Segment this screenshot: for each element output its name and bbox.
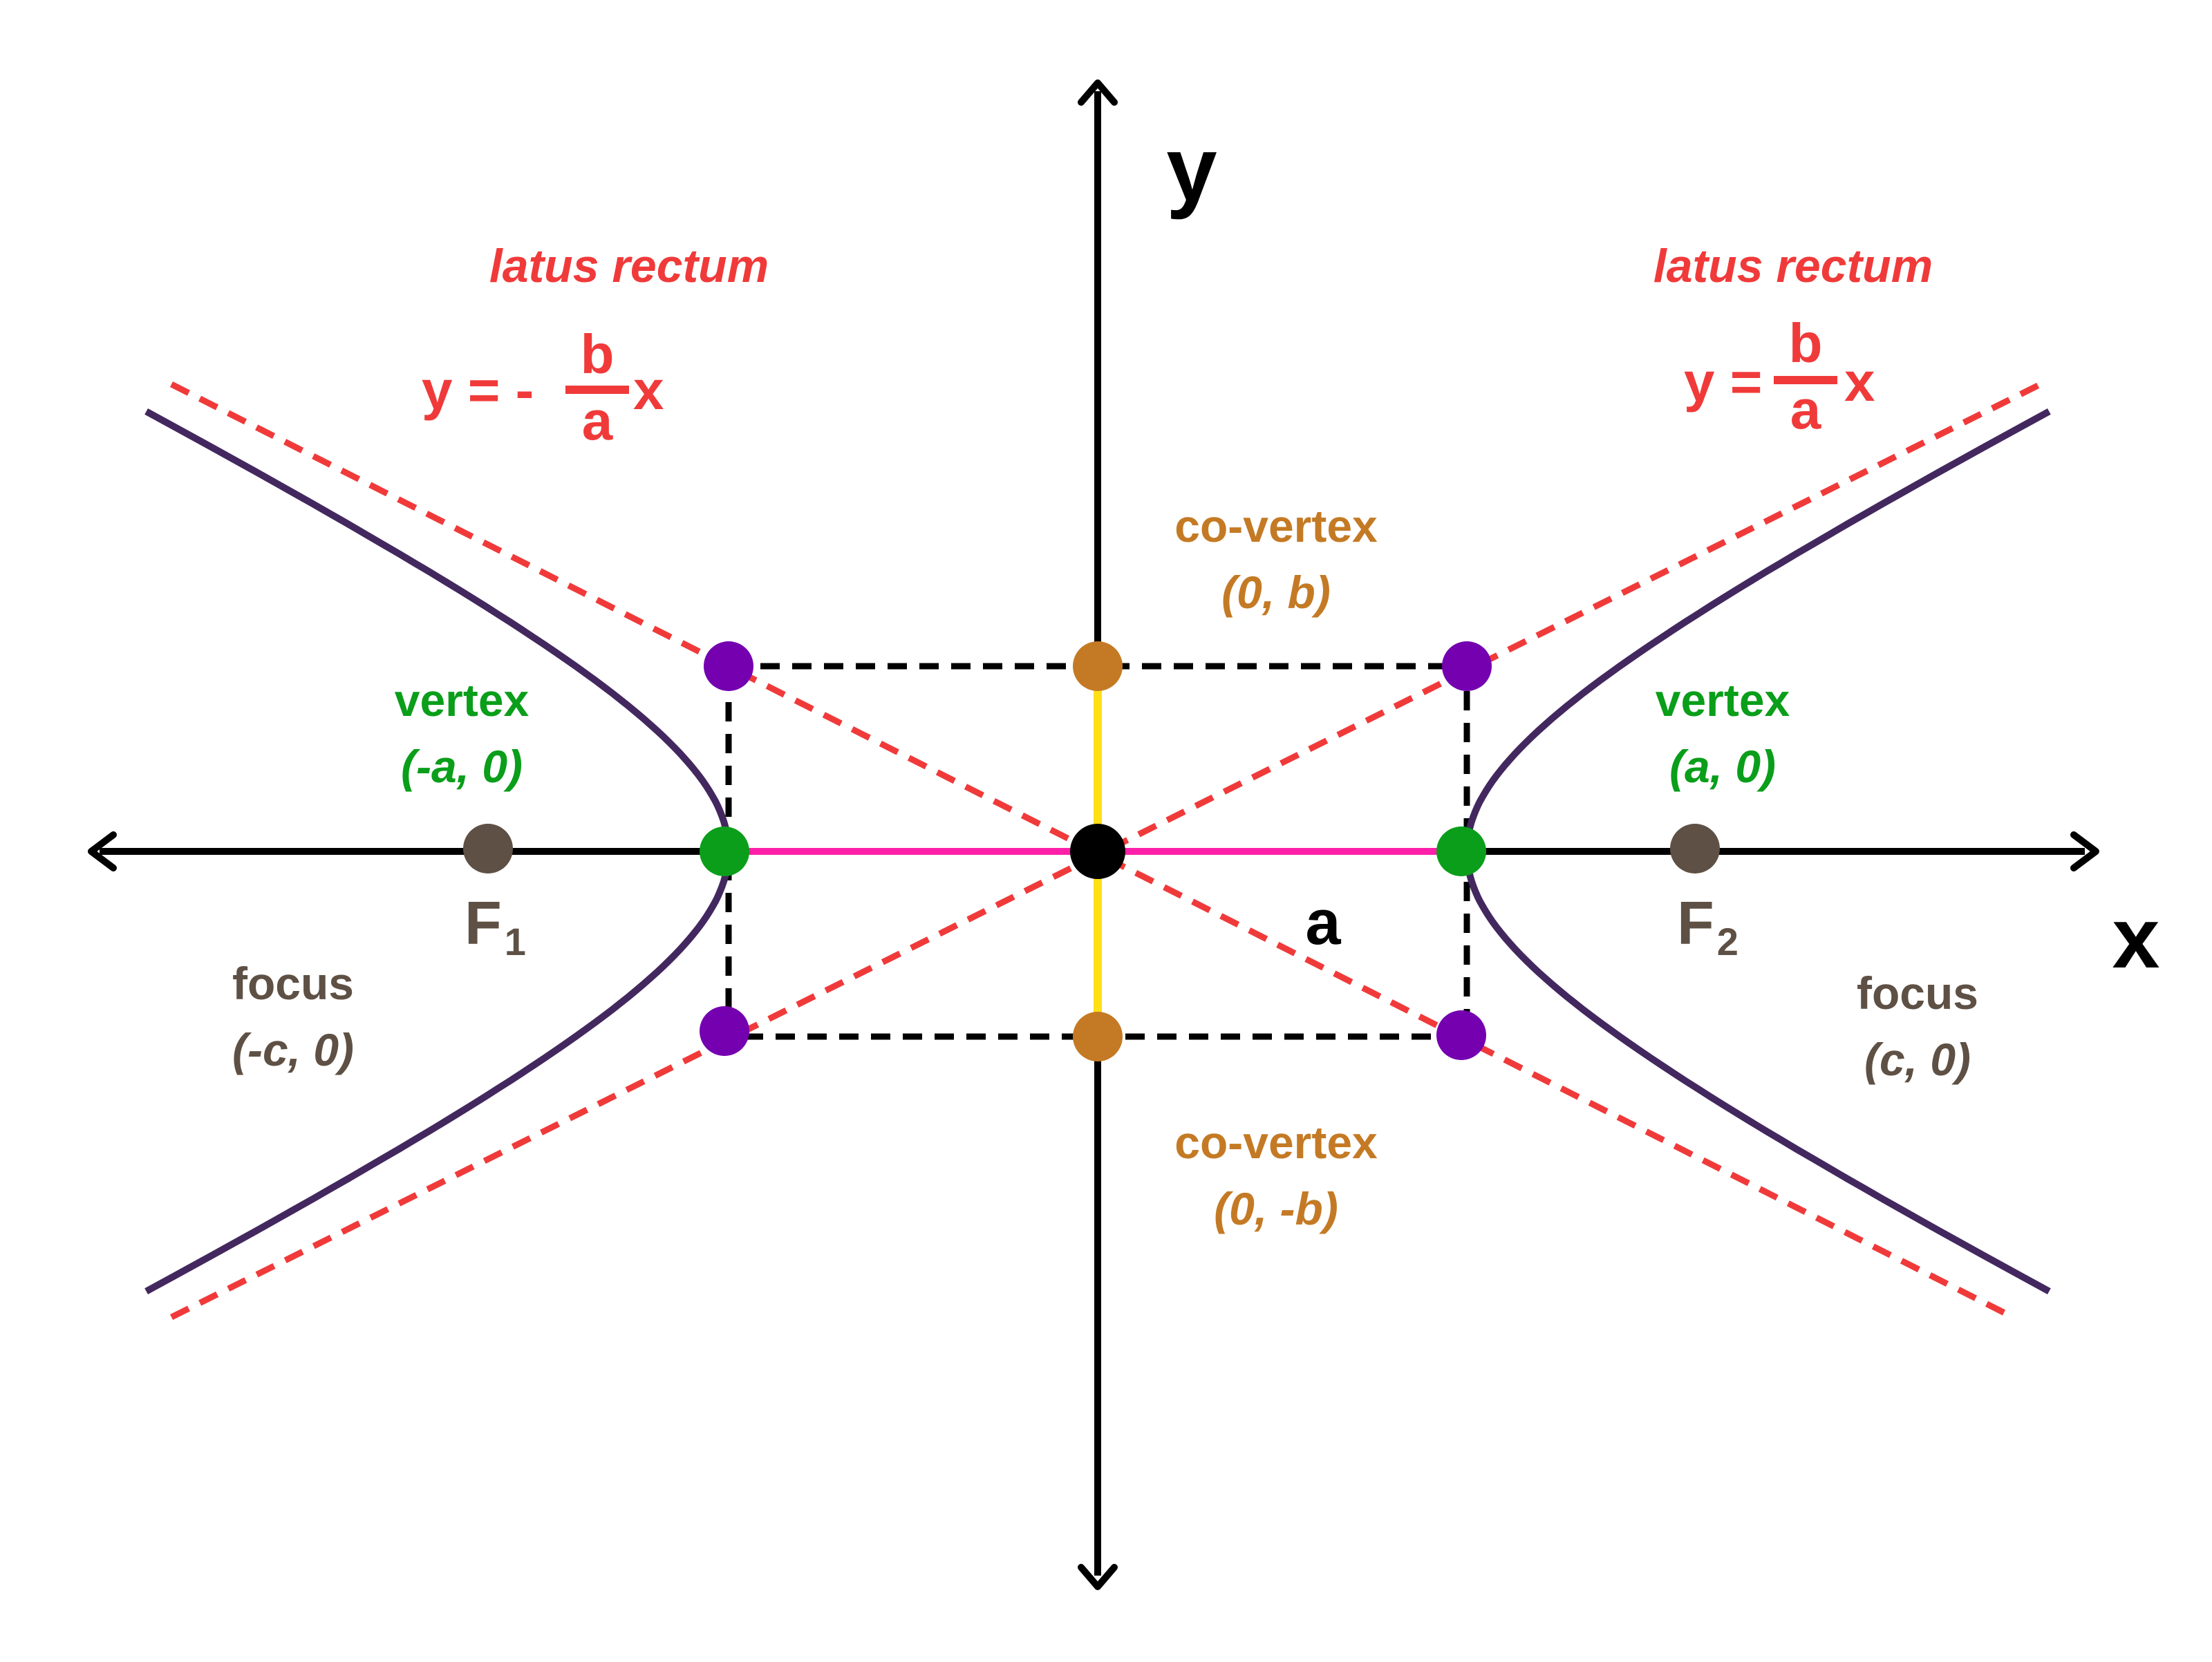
focus-right-label: focus xyxy=(1857,967,1978,1019)
co-vertex-top-coords: (0, b) xyxy=(1221,567,1331,618)
vertex-right-point xyxy=(1436,827,1486,876)
y-axis-bottom-arrowhead xyxy=(1078,1564,1118,1590)
asymptote-left-eq-prefix: y = - xyxy=(422,359,534,421)
asymptote-right-eq-suffix: x xyxy=(1844,351,1875,413)
focus-left-label: focus xyxy=(232,958,354,1009)
co-vertex-bottom-label: co-vertex xyxy=(1174,1117,1378,1168)
center-point xyxy=(1070,824,1125,879)
vertex-right-label: vertex xyxy=(1656,674,1790,726)
vertex-left-coords: (-a, 0) xyxy=(401,741,523,792)
co-vertex-bottom-coords: (0, -b) xyxy=(1214,1183,1338,1234)
y-axis-top-arrowhead xyxy=(1078,79,1118,106)
focus-left-coords: (-c, 0) xyxy=(232,1024,354,1075)
x-axis-label: x xyxy=(2112,891,2160,986)
box-corner-top-right xyxy=(1442,641,1492,691)
focus-right-subscript: 2 xyxy=(1717,920,1738,963)
latus-rectum-right-caption: latus rectum xyxy=(1653,240,1933,292)
x-axis-left-arrowhead xyxy=(88,831,117,871)
focus-right-point xyxy=(1670,824,1720,874)
focus-right-coords: (c, 0) xyxy=(1864,1034,1971,1085)
box-corner-top-left xyxy=(704,641,753,691)
vertex-left-label: vertex xyxy=(395,674,529,726)
asymptote-right-numerator: b xyxy=(1789,312,1823,374)
focus-left-subscript: 1 xyxy=(505,920,526,963)
co-vertex-top-point xyxy=(1073,641,1123,691)
asymptote-left-numerator: b xyxy=(581,323,615,385)
asymptote-left-eq-suffix: x xyxy=(633,359,664,421)
x-axis-right-arrowhead xyxy=(2070,831,2099,871)
semi-axis-a-label: a xyxy=(1305,887,1341,958)
asymptote-left-fraction-bar xyxy=(565,386,629,394)
y-axis-label: y xyxy=(1166,118,1217,220)
focus-left-point xyxy=(463,824,513,874)
asymptote-right-fraction-bar xyxy=(1774,376,1837,384)
asymptote-left-denominator: a xyxy=(582,390,613,451)
vertex-left-point xyxy=(700,827,749,876)
box-corner-bottom-left xyxy=(700,1006,749,1056)
co-vertex-top-label: co-vertex xyxy=(1174,500,1378,551)
vertex-right-coords: (a, 0) xyxy=(1669,741,1776,792)
asymptote-right-eq-prefix: y = xyxy=(1684,351,1762,413)
asymptote-right-denominator: a xyxy=(1790,379,1821,440)
latus-rectum-left-caption: latus rectum xyxy=(489,240,769,292)
co-vertex-bottom-point xyxy=(1073,1012,1123,1061)
box-corner-bottom-right xyxy=(1436,1010,1486,1060)
